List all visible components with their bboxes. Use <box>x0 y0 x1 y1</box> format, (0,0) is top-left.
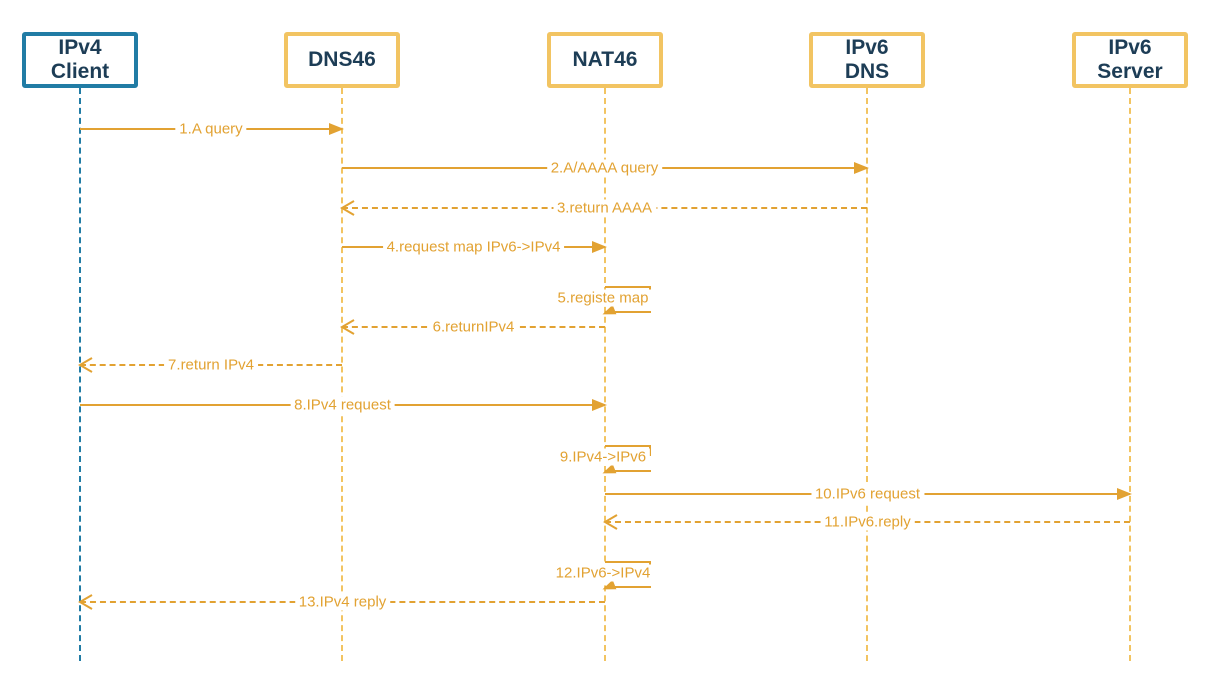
lifeline-ipv6-server <box>1129 88 1131 661</box>
arrowhead-filled-icon <box>600 463 617 479</box>
arrowhead-filled-icon <box>1117 488 1132 500</box>
message-8-label: 8.IPv4 request <box>290 396 395 414</box>
message-11: 11.IPv6.reply <box>603 513 1130 531</box>
actor-nat46: NAT46 <box>547 32 663 88</box>
message-2-label: 2.A/AAAA query <box>546 159 663 177</box>
arrowhead-filled-icon <box>600 579 617 595</box>
message-12-label: 12.IPv6->IPv4 <box>551 564 655 582</box>
arrowhead-open-icon <box>78 593 94 611</box>
message-3: 3.return AAAA <box>340 199 867 217</box>
message-1: 1.A query <box>80 120 344 138</box>
arrowhead-filled-icon <box>592 241 607 253</box>
actor-ipv6-dns: IPv6 DNS <box>809 32 925 88</box>
message-5-label: 5.registe map <box>553 289 653 307</box>
arrowhead-open-icon <box>603 513 619 531</box>
lifeline-ipv6-dns <box>866 88 868 661</box>
message-10-label: 10.IPv6 request <box>810 485 925 503</box>
arrowhead-open-icon <box>340 199 356 217</box>
lifeline-ipv4-client <box>79 88 81 661</box>
arrowhead-filled-icon <box>854 162 869 174</box>
arrowhead-filled-icon <box>600 304 617 320</box>
arrowhead-open-icon <box>340 318 356 336</box>
message-8: 8.IPv4 request <box>80 396 607 414</box>
self-loop-line <box>605 586 651 588</box>
message-4: 4.request map IPv6->IPv4 <box>342 238 607 256</box>
message-3-label: 3.return AAAA <box>552 199 657 217</box>
self-loop-line <box>605 311 651 313</box>
message-9-label: 9.IPv4->IPv6 <box>555 448 651 466</box>
actor-dns46: DNS46 <box>284 32 400 88</box>
message-11-label: 11.IPv6.reply <box>820 513 915 531</box>
arrowhead-open-icon <box>78 356 94 374</box>
actor-ipv4-client: IPv4 Client <box>22 32 138 88</box>
message-4-label: 4.request map IPv6->IPv4 <box>382 238 565 256</box>
message-7: 7.return IPv4 <box>78 356 342 374</box>
message-10: 10.IPv6 request <box>605 485 1132 503</box>
message-7-label: 7.return IPv4 <box>164 356 258 374</box>
message-2: 2.A/AAAA query <box>342 159 869 177</box>
message-1-label: 1.A query <box>175 120 247 138</box>
message-6: 6.returnIPv4 <box>340 318 605 336</box>
lifeline-nat46 <box>604 88 606 661</box>
message-6-label: 6.returnIPv4 <box>428 318 519 336</box>
arrowhead-filled-icon <box>592 399 607 411</box>
lifeline-dns46 <box>341 88 343 661</box>
arrowhead-filled-icon <box>329 123 344 135</box>
message-13: 13.IPv4 reply <box>78 593 605 611</box>
self-loop-line <box>605 470 651 472</box>
message-13-label: 13.IPv4 reply <box>294 593 391 611</box>
actor-ipv6-server: IPv6 Server <box>1072 32 1188 88</box>
